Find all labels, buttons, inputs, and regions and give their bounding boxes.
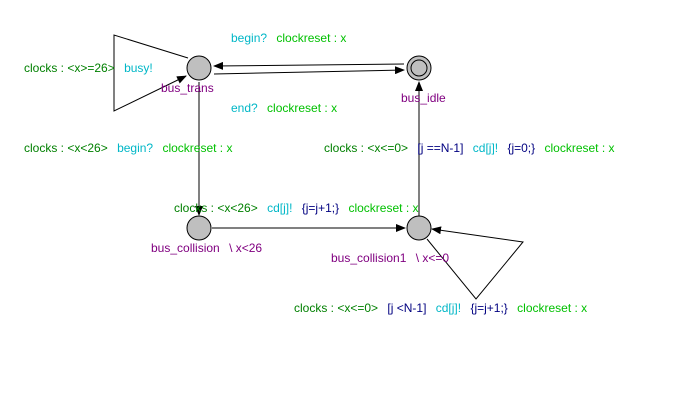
sync-label: busy! [124,61,153,75]
clocks-label: clocks : <x<=0> [324,141,409,155]
edge-label-collision1-to-idle: clocks : <x<=0> [j ==N-1] cd[j]! {j=0;} … [324,141,615,155]
update-label: clockreset : x [267,101,338,115]
sync-label: begin? [231,31,268,45]
clocks-label: clocks : <x<26> [24,141,108,155]
location-label-bus-collision: bus_collision \ x<26 [151,241,262,255]
edge-label-trans-self: clocks : <x>=26> busy! [24,61,153,75]
clocks-label: clocks : <x>=26> [24,61,115,75]
invariant-bus-collision1: \ x<=0 [415,251,450,265]
location-bus-collision1[interactable] [406,215,432,241]
location-name-bus-collision1: bus_collision1 [331,251,407,265]
update-label: clockreset : x [276,31,347,45]
edge-label-collision-to-collision1: clocks : <x<26> cd[j]! {j=j+1;} clockres… [174,201,419,215]
update-label: clockreset : x [162,141,233,155]
guard-label: [j ==N-1] [417,141,464,155]
sync-label: cd[j]! [472,141,499,155]
sync-label: cd[j]! [267,201,293,215]
assign-label: {j=0;} [507,141,536,155]
location-name-bus-collision: bus_collision [151,241,220,255]
sync-label: end? [231,101,258,115]
location-label-bus-collision1: bus_collision1 \ x<=0 [331,251,449,265]
edge-trans-self-loop[interactable] [113,34,189,112]
update-label: clockreset : x [348,201,419,215]
sync-label: begin? [117,141,154,155]
update-label: clockreset : x [544,141,615,155]
edge-label-collision1-self: clocks : <x<=0> [j <N-1] cd[j]! {j=j+1;}… [294,301,587,315]
edge-label-trans-to-collision: clocks : <x<26> begin? clockreset : x [24,141,232,155]
edge-label-idle-to-trans: begin? clockreset : x [231,31,346,45]
location-bus-trans[interactable] [186,55,212,81]
edge-idle-to-trans[interactable] [213,61,405,70]
assign-label: {j=j+1;} [470,301,508,315]
edge-collision1-self-loop[interactable] [426,226,524,300]
edge-label-trans-to-idle: end? clockreset : x [231,101,337,115]
clocks-label: clocks : <x<=0> [294,301,379,315]
guard-label: [j <N-1] [387,301,427,315]
assign-label: {j=j+1;} [301,201,340,215]
clocks-label: clocks : <x<26> [174,201,258,215]
location-name-bus-idle: bus_idle [401,91,446,105]
location-bus-collision[interactable] [186,215,212,241]
invariant-bus-collision: \ x<26 [229,241,263,255]
update-label: clockreset : x [517,301,588,315]
edge-trans-to-idle[interactable] [213,66,405,75]
location-name-bus-trans: bus_trans [161,81,214,95]
location-bus-idle-initial-ring [410,59,428,77]
sync-label: cd[j]! [435,301,462,315]
